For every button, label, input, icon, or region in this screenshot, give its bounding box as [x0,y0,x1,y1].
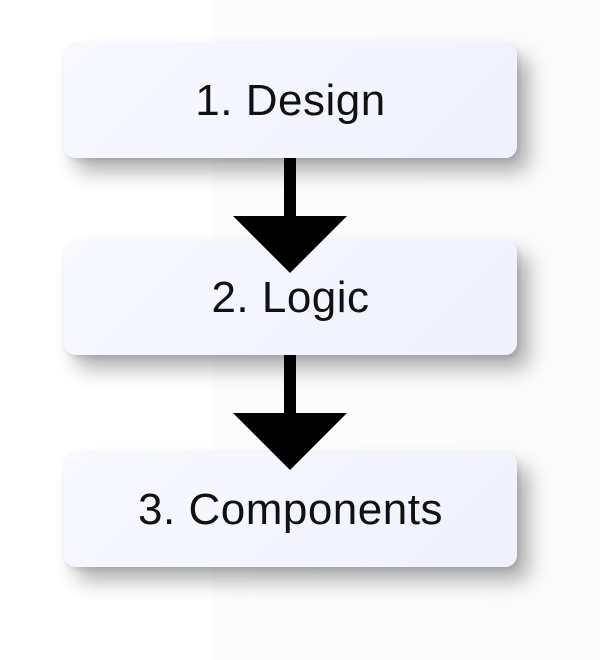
step-label-components: 3. Components [138,484,443,534]
step-box-design: 1. Design [64,43,517,158]
step-label-logic: 2. Logic [211,272,370,322]
step-box-logic: 2. Logic [64,240,517,355]
step-label-design: 1. Design [195,75,386,125]
step-box-components: 3. Components [64,452,517,567]
